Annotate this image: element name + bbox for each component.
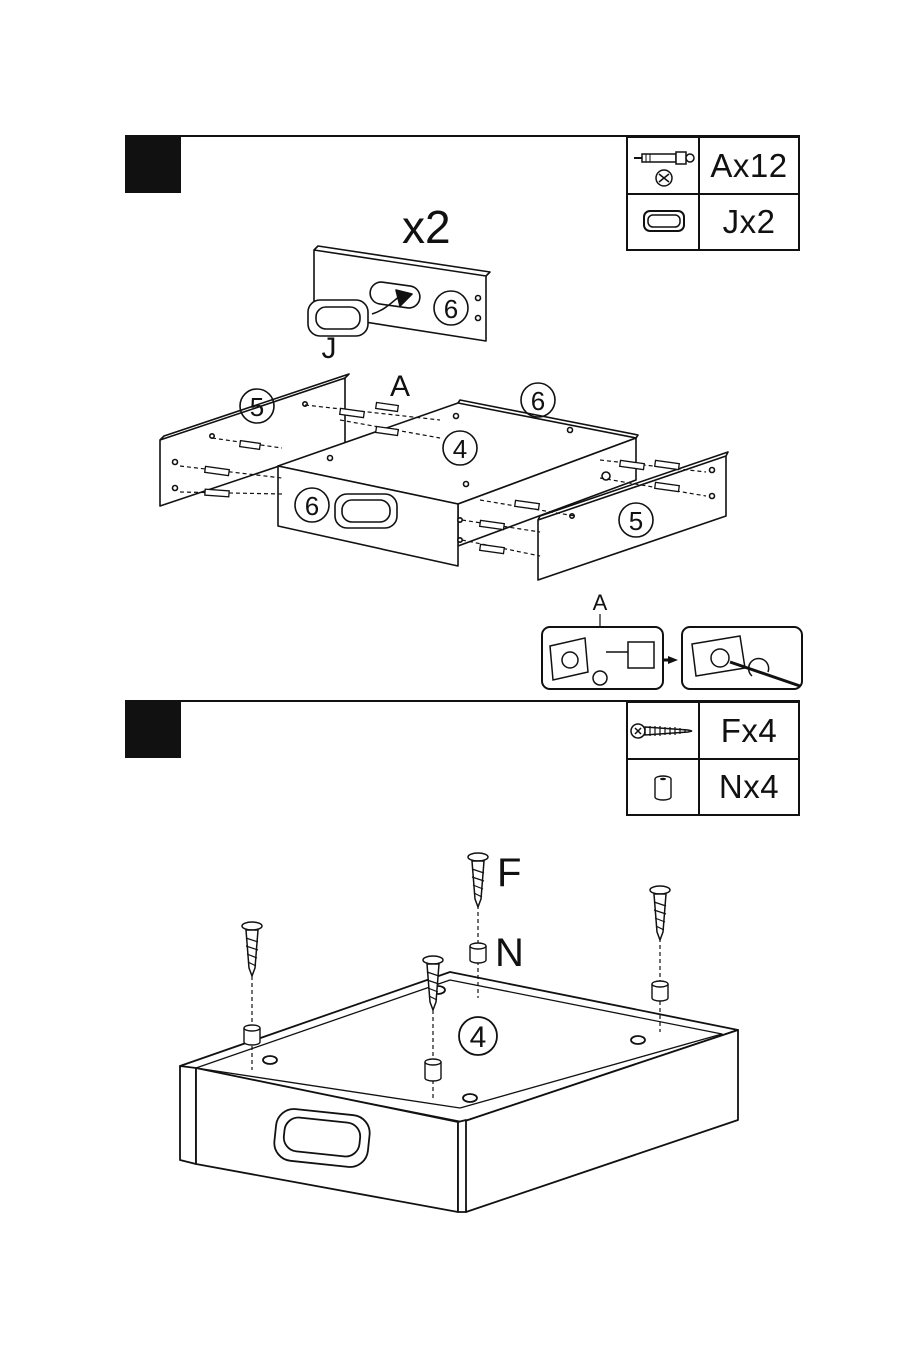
spacer-icon xyxy=(244,1025,260,1045)
screw-icon xyxy=(468,853,488,907)
screw-icon xyxy=(242,922,262,976)
spacer-icon xyxy=(470,943,486,963)
callout-spacer: N xyxy=(495,931,524,975)
screw-icon xyxy=(650,886,670,940)
spacer-icon xyxy=(652,981,668,1001)
callout-screw: F xyxy=(497,851,521,895)
callout-bottom-2: 4 xyxy=(470,1021,487,1054)
spacer-icon xyxy=(425,1059,441,1081)
